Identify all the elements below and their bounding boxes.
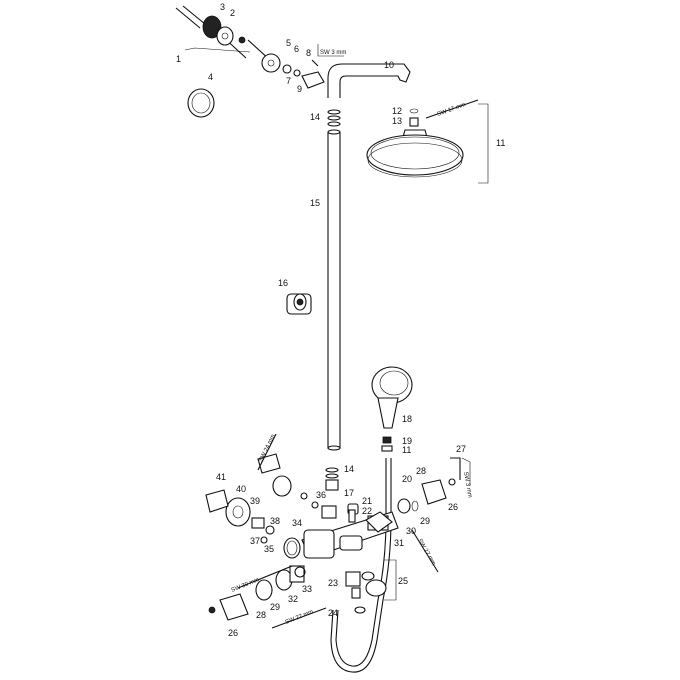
part-label-30r: 30 bbox=[406, 526, 416, 536]
part-label-32: 32 bbox=[288, 594, 298, 604]
part-label-14: 14 bbox=[310, 112, 320, 122]
shower-slider bbox=[286, 293, 312, 315]
wrench-label-sw3-right: SW 3 mm bbox=[462, 471, 472, 498]
part-label-1: 1 bbox=[176, 54, 181, 64]
part-label-41: 41 bbox=[216, 472, 226, 482]
part-label-14b: 14 bbox=[344, 464, 354, 474]
riser-base-fittings bbox=[325, 467, 356, 523]
part-label-38: 38 bbox=[270, 516, 280, 526]
part-label-8: 8 bbox=[306, 48, 311, 58]
part-label-37: 37 bbox=[250, 536, 260, 546]
part-label-35: 35 bbox=[264, 544, 274, 554]
part-label-26r: 26 bbox=[448, 502, 458, 512]
part-label-6: 6 bbox=[294, 44, 299, 54]
wrench-label-sw27: SW 27 mm bbox=[416, 538, 436, 567]
cover-ring bbox=[187, 88, 215, 118]
arm-connector-parts bbox=[261, 53, 325, 89]
part-label-4: 4 bbox=[208, 72, 213, 82]
part-label-5: 5 bbox=[286, 38, 291, 48]
wrench-label-sw3-top: SW 3 mm bbox=[320, 50, 346, 56]
part-label-17: 17 bbox=[344, 488, 354, 498]
part-label-13: 13 bbox=[392, 116, 402, 126]
overhead-shower bbox=[366, 103, 489, 184]
part-label-11b: 11 bbox=[402, 445, 411, 455]
part-label-9: 9 bbox=[297, 84, 302, 94]
wall-elbow-right bbox=[397, 457, 461, 514]
wrench-label-sw17: SW 17 mm bbox=[437, 102, 467, 118]
part-label-10: 10 bbox=[384, 60, 394, 70]
part-label-24: 24 bbox=[328, 608, 338, 618]
part-label-25: 25 bbox=[398, 576, 408, 586]
lower-left-handle-assembly bbox=[208, 565, 306, 621]
riser-rail bbox=[327, 109, 341, 451]
part-label-7: 7 bbox=[286, 76, 291, 86]
part-label-21: 21 bbox=[362, 496, 372, 506]
part-label-31: 31 bbox=[394, 538, 404, 548]
part-label-20: 20 bbox=[402, 474, 412, 484]
part-label-28r: 28 bbox=[416, 466, 426, 476]
part-label-27: 27 bbox=[456, 444, 466, 454]
shower-arm bbox=[327, 63, 411, 98]
part-label-40: 40 bbox=[236, 484, 246, 494]
part-label-12: 12 bbox=[392, 106, 402, 116]
part-label-11: 11 bbox=[496, 138, 505, 148]
shower-hose bbox=[330, 458, 392, 673]
wrench-label-sw22: SW 22 mm bbox=[285, 609, 315, 626]
part-label-28l: 28 bbox=[256, 610, 266, 620]
part-label-33: 33 bbox=[302, 584, 312, 594]
part-number-labels: 1 2 3 4 5 6 7 8 9 10 11 12 13 14 15 16 1… bbox=[176, 2, 505, 638]
part-label-23: 23 bbox=[328, 578, 338, 588]
wrench-icons bbox=[237, 44, 479, 629]
cartridge-and-diverter bbox=[345, 511, 397, 614]
part-label-36: 36 bbox=[316, 490, 326, 500]
part-label-26l: 26 bbox=[228, 628, 238, 638]
part-label-29r: 29 bbox=[420, 516, 430, 526]
part-label-15: 15 bbox=[310, 198, 320, 208]
part-label-22: 22 bbox=[362, 506, 372, 516]
part-label-39: 39 bbox=[250, 496, 260, 506]
part-label-34: 34 bbox=[292, 518, 302, 528]
part-label-29l: 29 bbox=[270, 602, 280, 612]
part-label-3: 3 bbox=[220, 2, 225, 12]
hand-shower bbox=[371, 366, 413, 452]
part-label-2: 2 bbox=[230, 8, 235, 18]
wall-bracket-assembly bbox=[175, 5, 271, 61]
part-label-19: 19 bbox=[402, 436, 412, 446]
part-label-16: 16 bbox=[278, 278, 288, 288]
part-label-18: 18 bbox=[402, 414, 412, 424]
